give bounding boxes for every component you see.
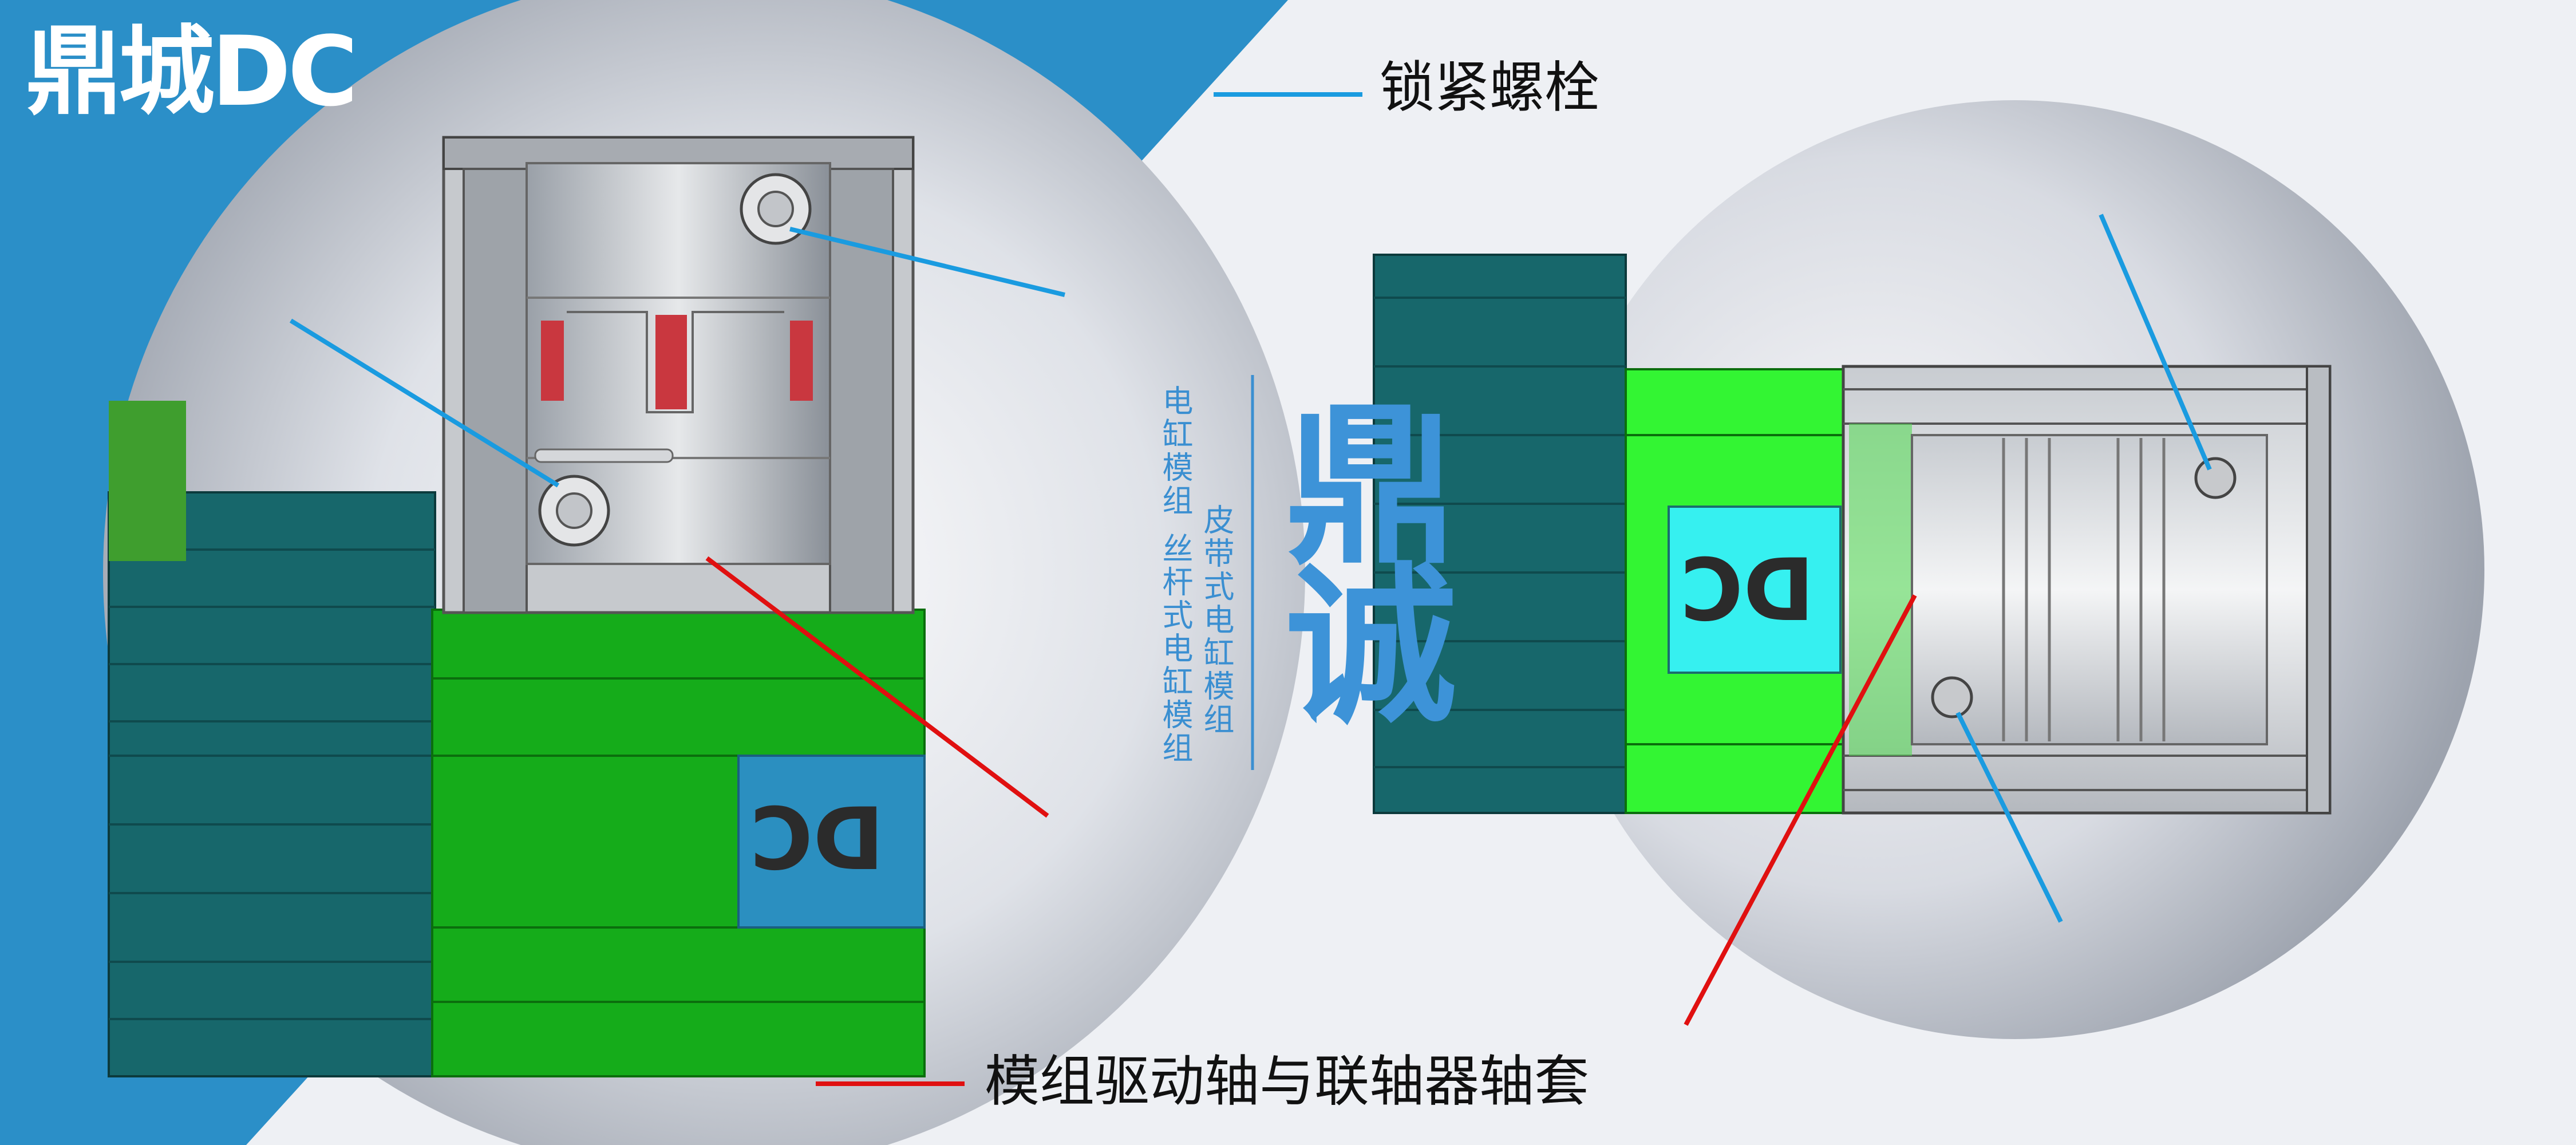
- brand-logo: 鼎城DC: [26, 15, 358, 128]
- left-dc-mark: DC: [750, 790, 884, 890]
- left-lower-bolt: [538, 475, 610, 547]
- right-exploded-view: [1373, 214, 2332, 1026]
- left-blue-callout-line-b: [289, 318, 560, 488]
- left-upper-bolt: [740, 173, 812, 245]
- brand-name-vertical: 鼎诚: [1256, 395, 1458, 716]
- right-blue-callout-line-a: [2099, 214, 2212, 471]
- drive-shaft-sleeve-label: 模组驱动轴与联轴器轴套: [985, 1049, 1589, 1114]
- locking-bolt-label: 锁紧螺栓: [1380, 56, 1599, 120]
- left-red-callout-line: [705, 556, 1049, 818]
- left-motor-body: [108, 491, 436, 1077]
- right-blue-callout-line-b: [1955, 712, 2063, 923]
- left-dc-plate: [737, 755, 926, 929]
- right-upper-bolt: [2194, 457, 2237, 499]
- right-dc-plate: [1668, 506, 1842, 674]
- vertical-text-screw-module: 丝杆式电缸模组: [1157, 532, 1193, 765]
- left-exploded-view: [108, 136, 1065, 1077]
- right-motor-body: [1373, 254, 1627, 814]
- vertical-text-belt-module: 皮带式电缸模组: [1198, 504, 1234, 736]
- left-blue-callout-line-a: [789, 227, 1065, 297]
- left-green-tab: [109, 401, 186, 561]
- vertical-text-electric-cylinder: 电缸模组: [1157, 385, 1193, 518]
- right-red-callout-line: [1684, 594, 1917, 1026]
- right-lower-bolt: [1931, 676, 1973, 718]
- right-dc-mark: DC: [1680, 541, 1815, 641]
